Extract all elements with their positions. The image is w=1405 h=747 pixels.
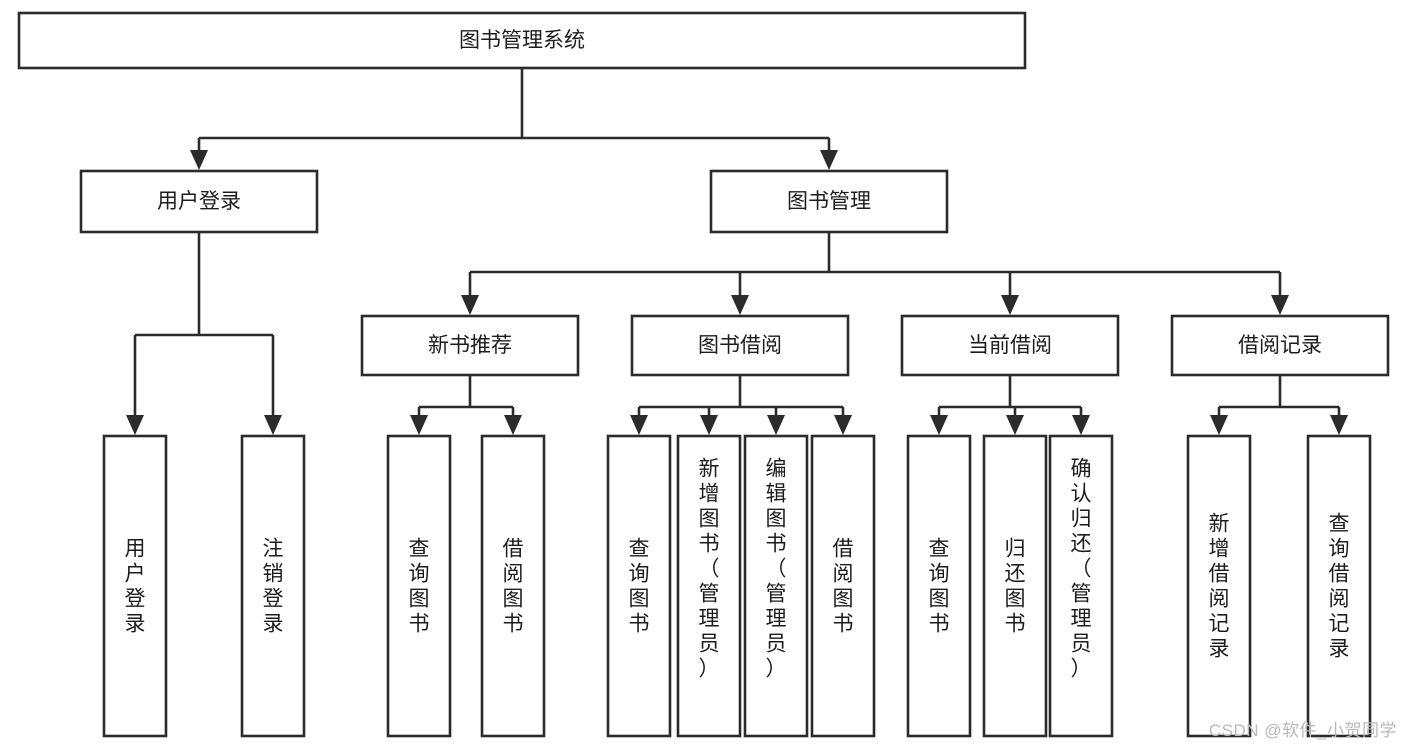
node-leaf-user-logout[interactable]: 注销登录 xyxy=(240,434,306,738)
node-leaf-borrow-book-1[interactable]: 借阅图书 xyxy=(480,434,546,738)
node-label: 新增借阅记录 xyxy=(1209,513,1230,661)
connector-current-to-leaves xyxy=(930,375,1090,435)
node-leaf-borrow-book-2[interactable]: 借阅图书 xyxy=(810,434,876,738)
connector-record-to-leaves xyxy=(1210,375,1348,435)
node-label: 用户登录 xyxy=(125,538,146,636)
node-undefined[interactable]: 图书管理系统 xyxy=(17,11,1027,70)
nodes-layer: 图书管理系统用户登录图书管理新书推荐图书借阅当前借阅借阅记录用户登录注销登录查询… xyxy=(17,11,1390,738)
node-current-borrow[interactable]: 当前借阅 xyxy=(900,314,1120,377)
node-leaf-add-book[interactable]: 新增图书（管理员） xyxy=(676,434,742,738)
node-label: 查询图书 xyxy=(929,538,950,636)
node-label: 图书借阅 xyxy=(698,334,782,357)
node-leaf-return-book[interactable]: 归还图书 xyxy=(982,434,1048,738)
node-leaf-query-book-2[interactable]: 查询图书 xyxy=(606,434,672,738)
node-label: 查询图书 xyxy=(409,538,430,636)
node-label: 注销登录 xyxy=(263,538,284,636)
connector-recommend-to-leaves xyxy=(410,375,522,435)
connector-userlogin-to-leaves xyxy=(126,232,282,435)
node-borrow-record[interactable]: 借阅记录 xyxy=(1170,314,1390,377)
connectors-layer xyxy=(126,68,1348,435)
node-label: 借阅记录 xyxy=(1238,334,1322,357)
node-label: 借阅图书 xyxy=(833,538,854,636)
node-label: 借阅图书 xyxy=(503,538,524,636)
node-label: 当前借阅 xyxy=(968,334,1052,357)
node-label: 图书管理 xyxy=(787,190,871,213)
node-leaf-confirm-return[interactable]: 确认归还（管理员） xyxy=(1048,434,1114,738)
node-book-borrow[interactable]: 图书借阅 xyxy=(630,314,850,377)
node-leaf-query-book-3[interactable]: 查询图书 xyxy=(906,434,972,738)
node-label: 归还图书 xyxy=(1005,538,1026,636)
node-label: 图书管理系统 xyxy=(459,29,585,52)
node-leaf-user-login[interactable]: 用户登录 xyxy=(102,434,168,738)
node-user-login[interactable]: 用户登录 xyxy=(79,169,319,234)
connector-root-to-level2 xyxy=(190,68,838,170)
node-label: 新增图书（管理员） xyxy=(699,458,720,681)
node-new-book-recommend[interactable]: 新书推荐 xyxy=(360,314,580,377)
node-label: 查询图书 xyxy=(629,538,650,636)
node-label: 确认归还（管理员） xyxy=(1071,458,1092,681)
node-book-manage[interactable]: 图书管理 xyxy=(709,169,949,234)
connector-bookmanage-to-level3 xyxy=(461,232,1289,315)
node-label: 编辑图书（管理员） xyxy=(766,458,787,681)
node-label: 查询借阅记录 xyxy=(1329,513,1350,661)
node-label: 用户登录 xyxy=(157,190,241,213)
node-leaf-query-book-1[interactable]: 查询图书 xyxy=(386,434,452,738)
csdn-watermark: CSDN @软件_小贺同学 xyxy=(1208,721,1397,740)
connector-borrow-to-leaves xyxy=(630,375,852,435)
node-leaf-query-record[interactable]: 查询借阅记录 xyxy=(1306,434,1372,738)
node-leaf-add-record[interactable]: 新增借阅记录 xyxy=(1186,434,1252,738)
node-label: 新书推荐 xyxy=(428,334,512,357)
node-leaf-edit-book[interactable]: 编辑图书（管理员） xyxy=(743,434,809,738)
